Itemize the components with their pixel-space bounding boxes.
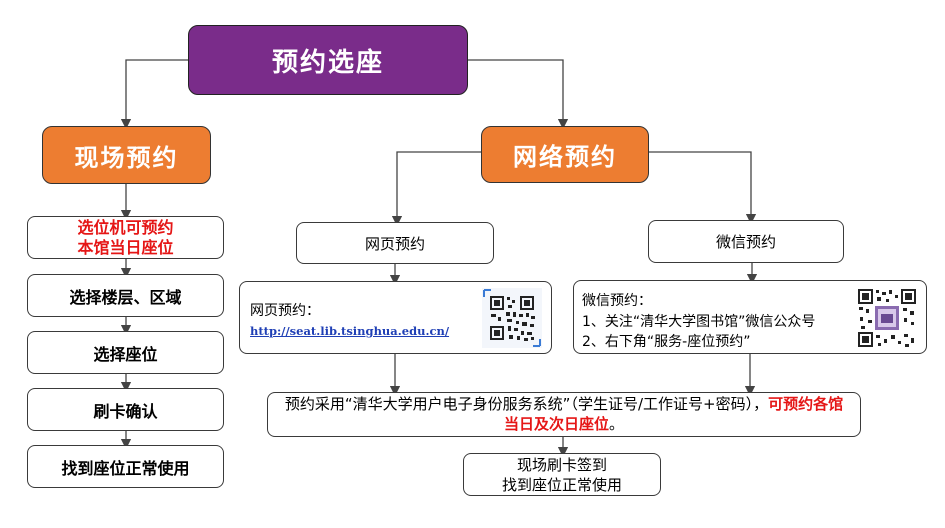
title-text: 预约选座	[271, 47, 384, 78]
onsite-step-1: 选位机可预约 本馆当日座位	[27, 216, 224, 259]
onsite-step-3-label: 选择座位	[93, 344, 158, 364]
web-qr-code-icon	[482, 288, 542, 348]
auth-highlight-text: 可预约各馆当日及次日座位	[503, 395, 844, 433]
auth-system-box: 预约采用“清华大学用户电子身份服务系统”（学生证号/工作证号+密码），可预约各馆…	[267, 392, 861, 437]
auth-end-text: 。	[609, 415, 625, 433]
onsite-step-1-line1: 选位机可预约	[77, 217, 174, 237]
onsite-step-4: 刷卡确认	[27, 388, 224, 431]
onsite-branch-label: 现场预约	[74, 143, 179, 172]
onsite-step-4-label: 刷卡确认	[93, 401, 158, 421]
wechat-step-1: 1、关注“清华大学图书馆”微信公众号	[582, 314, 816, 330]
auth-text: 预约采用“清华大学用户电子身份服务系统”（学生证号/工作证号+密码），	[284, 395, 769, 413]
wechat-reservation-label: 微信预约	[715, 233, 776, 251]
onsite-step-5: 找到座位正常使用	[27, 445, 224, 488]
online-branch-label: 网络预约	[513, 143, 617, 171]
web-reservation-box: 网页预约	[296, 222, 494, 264]
online-branch-box: 网络预约	[481, 126, 649, 183]
wechat-panel-title: 微信预约：	[582, 293, 652, 309]
onsite-step-2-label: 选择楼层、区域	[69, 287, 182, 307]
onsite-step-3: 选择座位	[27, 331, 224, 374]
web-panel-title: 网页预约：	[250, 303, 320, 319]
final-step-line2: 找到座位正常使用	[501, 475, 622, 494]
wechat-reservation-panel: 微信预约： 1、关注“清华大学图书馆”微信公众号 2、右下角“服务-座位预约”	[573, 280, 927, 354]
web-reservation-link[interactable]: http://seat.lib.tsinghua.edu.cn/	[250, 324, 450, 338]
wechat-step-2: 2、右下角“服务-座位预约”	[582, 334, 751, 350]
onsite-branch-box: 现场预约	[42, 126, 211, 184]
final-step-line1: 现场刷卡签到	[516, 455, 607, 474]
wechat-qr-code-icon	[856, 287, 918, 349]
onsite-step-5-label: 找到座位正常使用	[61, 458, 190, 478]
onsite-step-1-line2: 本馆当日座位	[77, 237, 174, 257]
wechat-reservation-box: 微信预约	[648, 220, 844, 263]
web-reservation-label: 网页预约	[364, 234, 425, 253]
web-reservation-panel: 网页预约： http://seat.lib.tsinghua.edu.cn/	[239, 281, 552, 354]
final-step-box: 现场刷卡签到 找到座位正常使用	[463, 453, 661, 496]
title-box: 预约选座	[188, 25, 468, 95]
onsite-step-2: 选择楼层、区域	[27, 274, 224, 317]
